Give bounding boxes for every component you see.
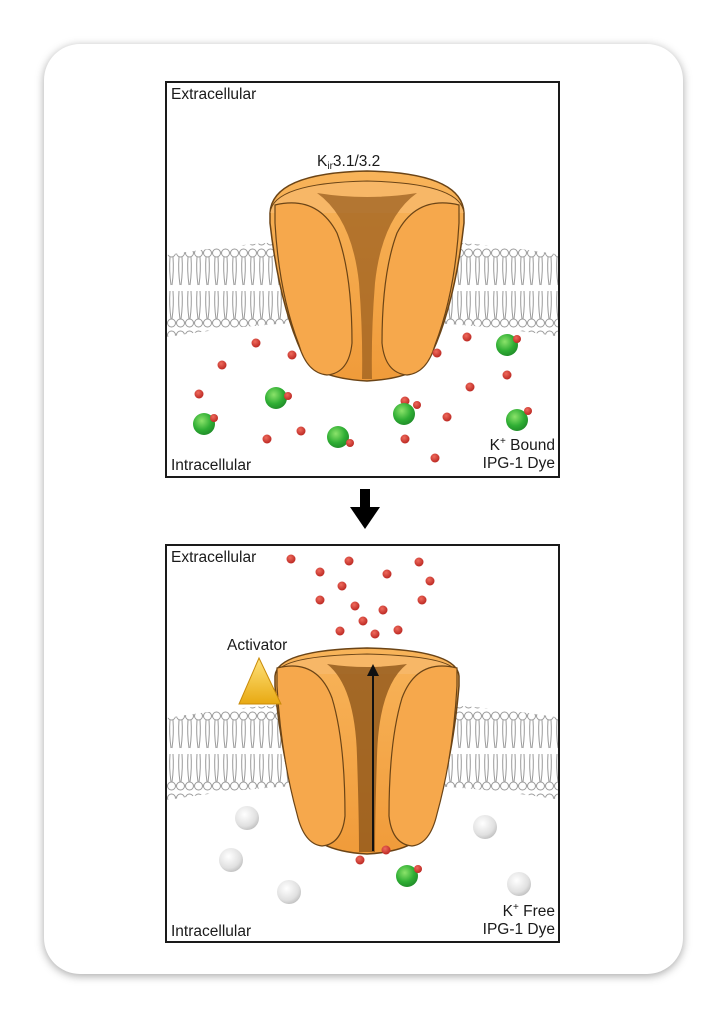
- free-dyes: [219, 806, 531, 904]
- top-scene: [167, 170, 558, 463]
- dye-bound: [193, 413, 218, 435]
- potassium-ion: [358, 616, 368, 626]
- legend-sup: +: [500, 436, 506, 447]
- legend-k: K: [502, 903, 513, 920]
- potassium-ion: [381, 845, 391, 855]
- top-panel: Extracellular Kir3.1/3.2 Intracellular K…: [165, 81, 560, 478]
- channel-closed: [269, 170, 465, 382]
- potassium-ion: [417, 595, 427, 605]
- legend-bound-line2: IPG-1 Dye: [482, 455, 555, 472]
- dye-free: [235, 806, 259, 830]
- potassium-ion: [217, 360, 227, 370]
- potassium-ion: [465, 382, 475, 392]
- channel-label-k: K: [317, 153, 328, 170]
- dye-bound: [506, 407, 532, 431]
- potassium-ion: [287, 350, 297, 360]
- potassium-ion: [378, 605, 388, 615]
- channel-label-sub: ir: [327, 161, 333, 172]
- potassium-ion: [355, 855, 365, 865]
- channel-label: Kir3.1/3.2: [317, 154, 380, 172]
- activator-label: Activator: [227, 637, 288, 654]
- potassium-ion: [502, 370, 512, 380]
- legend-rest: Free: [518, 903, 555, 920]
- potassium-ion: [315, 567, 325, 577]
- dye-free: [507, 872, 531, 896]
- channel-label-rest: 3.1/3.2: [332, 153, 381, 170]
- flux-arrow-head: [367, 664, 379, 676]
- dye-free: [219, 848, 243, 872]
- potassium-ion: [425, 576, 435, 586]
- potassium-ion: [262, 434, 272, 444]
- legend-sup: +: [512, 902, 519, 913]
- legend-free-line1: K+ Free: [503, 903, 555, 920]
- potassium-ion: [194, 389, 204, 399]
- potassium-ion: [315, 595, 325, 605]
- bottom-panel: Extracellular Activator Intracellular K+…: [165, 544, 560, 943]
- potassium-ion: [344, 556, 354, 566]
- potassium-ions: [286, 554, 435, 865]
- potassium-ion: [350, 601, 360, 611]
- potassium-ion: [370, 629, 380, 639]
- activator-triangle: [238, 656, 282, 705]
- legend-k: K: [489, 437, 501, 454]
- dye-free: [473, 815, 497, 839]
- legend-free-line2: IPG-1 Dye: [482, 921, 555, 938]
- potassium-ion: [296, 426, 306, 436]
- legend-rest: Bound: [505, 437, 555, 454]
- channel-open: [274, 647, 460, 855]
- intracellular-label: Intracellular: [171, 923, 252, 940]
- potassium-ion: [335, 626, 345, 636]
- extracellular-label: Extracellular: [171, 549, 257, 566]
- potassium-ion: [286, 554, 296, 564]
- dye-bound: [496, 334, 521, 356]
- potassium-ion: [400, 434, 410, 444]
- bottom-scene: [167, 554, 558, 904]
- potassium-ion: [337, 581, 347, 591]
- potassium-ion: [430, 453, 440, 463]
- potassium-ion: [393, 625, 403, 635]
- extracellular-label: Extracellular: [171, 86, 257, 103]
- potassium-ion: [414, 557, 424, 567]
- dye-bound: [327, 426, 354, 448]
- potassium-ion: [382, 569, 392, 579]
- down-arrow-icon: [350, 489, 380, 529]
- legend-bound-line1: K+ Bound: [490, 437, 555, 454]
- dye-bound: [265, 387, 292, 409]
- dye-bound: [393, 401, 421, 425]
- potassium-ion: [442, 412, 452, 422]
- potassium-ion: [432, 348, 442, 358]
- potassium-ion: [462, 332, 472, 342]
- dye-bound: [396, 865, 422, 887]
- intracellular-label: Intracellular: [171, 457, 252, 474]
- bound-dyes: [193, 334, 532, 448]
- potassium-ion: [251, 338, 261, 348]
- dye-free: [277, 880, 301, 904]
